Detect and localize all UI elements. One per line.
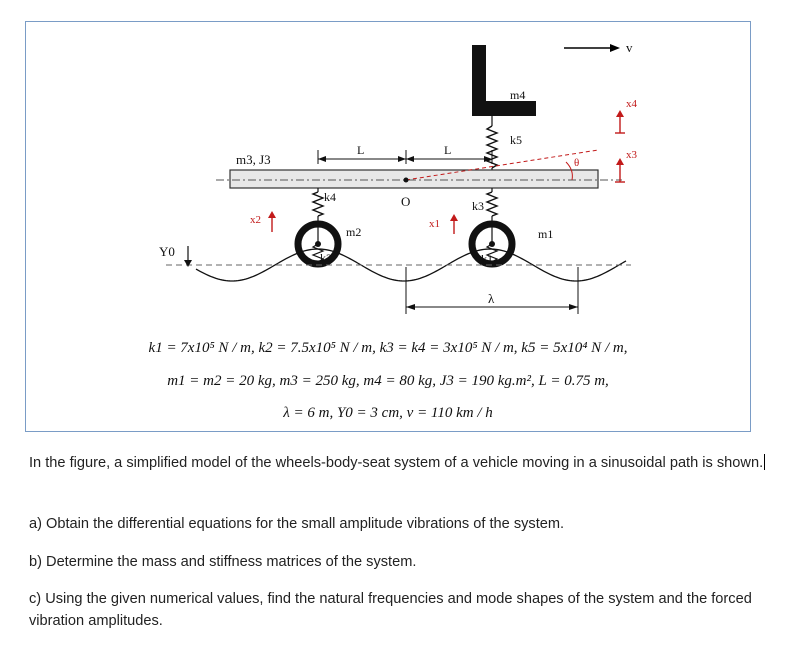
wheel-m2 xyxy=(294,220,342,268)
x2-label: x2 xyxy=(250,214,261,226)
x3-label: x3 xyxy=(626,149,638,161)
road-profile xyxy=(195,248,627,282)
spring-k3 xyxy=(485,188,499,242)
part-a-text[interactable]: a) Obtain the differential equations for… xyxy=(29,516,565,532)
k2-label: k2 xyxy=(320,251,332,265)
seat-mass-m4 xyxy=(472,45,536,116)
parameters-line-3: λ = 6 m, Y0 = 3 cm, v = 110 km / h xyxy=(283,405,493,421)
text-cursor xyxy=(764,454,766,470)
intro-text: In the figure, a simplified model of the… xyxy=(29,455,764,471)
Y0-label: Y0 xyxy=(159,244,175,259)
k1-label: k1 xyxy=(481,252,493,266)
wheel-m1 xyxy=(468,220,516,268)
x4-label: x4 xyxy=(626,98,638,110)
x1-label: x1 xyxy=(429,218,440,230)
L-left-label: L xyxy=(357,143,364,157)
m2-label: m2 xyxy=(346,225,361,239)
L-right-label: L xyxy=(444,143,451,157)
wavelength-dimension xyxy=(405,267,579,314)
part-b-text[interactable]: b) Determine the mass and stiffness matr… xyxy=(29,554,417,570)
m3-J3-label: m3, J3 xyxy=(236,152,271,167)
m4-label: m4 xyxy=(510,88,525,102)
rotation-line xyxy=(405,149,599,181)
problem-figure: v m4 k5 x4 L xyxy=(25,21,751,432)
vehicle-model-diagram: v m4 k5 x4 L xyxy=(159,40,638,314)
dimension-L xyxy=(317,150,493,164)
parameters-line-2: m1 = m2 = 20 kg, m3 = 250 kg, m4 = 80 kg… xyxy=(167,373,609,389)
part-c-text[interactable]: c) Using the given numerical values, fin… xyxy=(29,591,752,629)
velocity-label: v xyxy=(626,40,633,55)
theta-label: θ xyxy=(574,157,579,169)
lambda-label: λ xyxy=(488,291,495,306)
k5-label: k5 xyxy=(510,133,522,147)
k4-label: k4 xyxy=(324,190,336,204)
intro-paragraph[interactable]: In the figure, a simplified model of the… xyxy=(29,452,774,474)
parameters-line-1: k1 = 7x10⁵ N / m, k2 = 7.5x10⁵ N / m, k3… xyxy=(148,340,628,356)
spring-k4 xyxy=(311,188,325,242)
pivot-O-label: O xyxy=(401,194,410,209)
k3-label: k3 xyxy=(472,199,484,213)
pivot-point xyxy=(403,177,409,183)
m1-label: m1 xyxy=(538,227,553,241)
